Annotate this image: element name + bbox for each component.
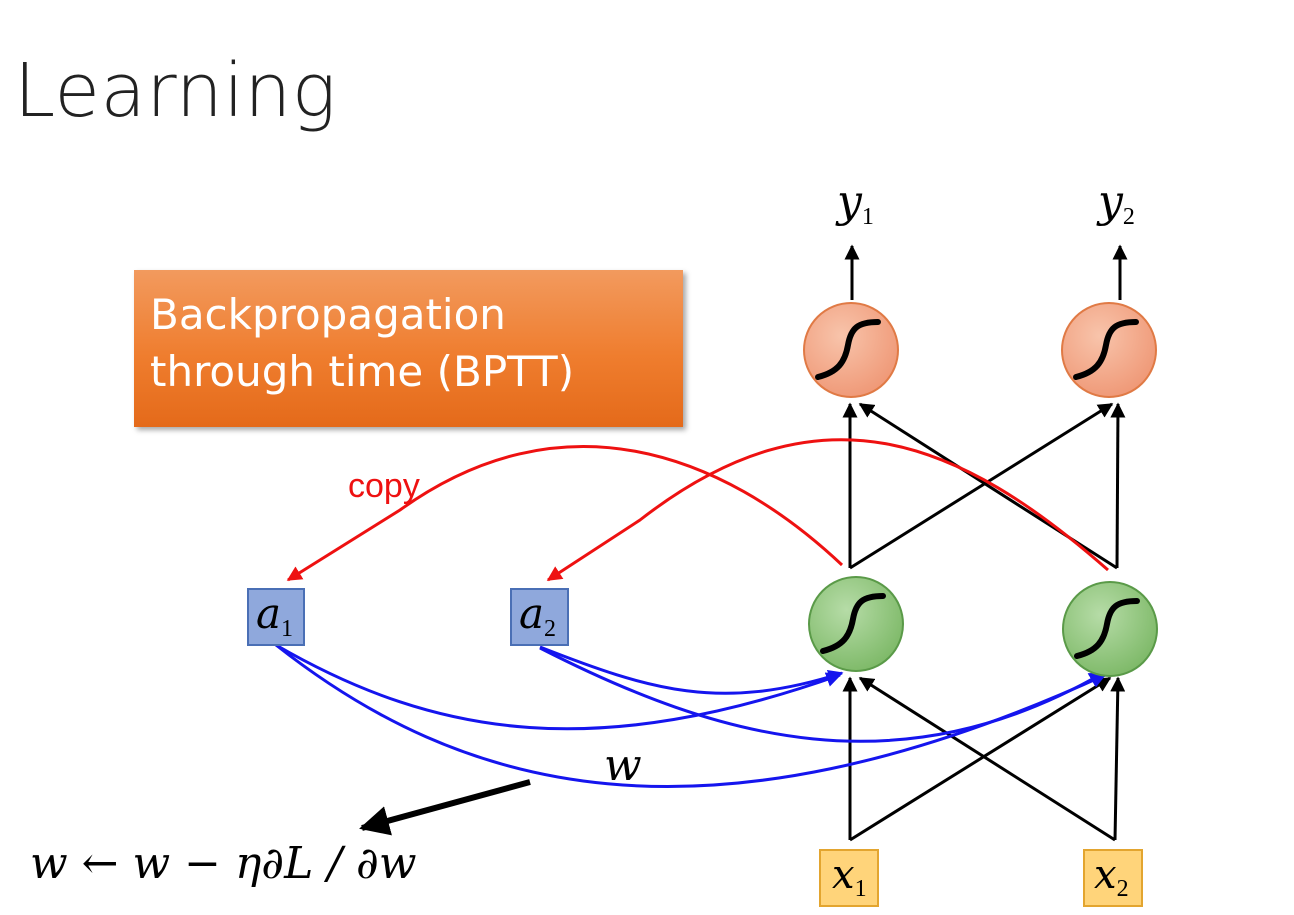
weight-arrow-a1-h1 bbox=[275, 643, 842, 731]
sigmoid-icon bbox=[815, 319, 881, 380]
memory-label-a1: a1 bbox=[256, 589, 293, 642]
callout-line-1: Backpropagation bbox=[150, 290, 506, 339]
memory-box-a2 bbox=[510, 588, 569, 646]
update-arrow bbox=[359, 779, 531, 836]
memory-label-a2: a2 bbox=[519, 589, 556, 642]
hidden-output-connections bbox=[842, 402, 1126, 570]
recurrent-weight-connections bbox=[275, 643, 1107, 788]
input-box-x1 bbox=[819, 849, 879, 907]
sigmoid-icon bbox=[820, 593, 886, 654]
sigmoid-icon bbox=[1074, 598, 1140, 659]
edge-h1-o2 bbox=[849, 402, 1114, 570]
weight-arrow-a1-h2 bbox=[275, 643, 1107, 788]
update-rule: w ← w − η∂L / ∂w bbox=[30, 838, 417, 889]
output-neuron-2 bbox=[1061, 302, 1157, 398]
edge-x2-h2 bbox=[1110, 676, 1126, 841]
bptt-callout: Backpropagation through time (BPTT) bbox=[134, 270, 683, 427]
weight-arrow-a2-h2 bbox=[539, 646, 1105, 743]
weight-arrow-a2-h1 bbox=[539, 645, 844, 695]
output-label-y2: y2 bbox=[1096, 176, 1135, 230]
copy-arrow-h1-a1 bbox=[286, 445, 844, 582]
edge-x1-h2 bbox=[849, 676, 1112, 842]
hidden-neuron-2 bbox=[1062, 581, 1158, 677]
copy-connections bbox=[286, 438, 1109, 582]
sigmoid-icon bbox=[1073, 319, 1139, 380]
edge-h2-o2 bbox=[1110, 402, 1126, 569]
copy-label: copy bbox=[348, 467, 420, 505]
input-label-x2: x2 bbox=[1094, 852, 1129, 902]
memory-box-a1 bbox=[247, 588, 305, 646]
output-label-y1: y1 bbox=[835, 176, 874, 230]
weight-label: w bbox=[604, 740, 642, 791]
edge-x2-h1 bbox=[858, 676, 1116, 842]
copy-arrow-h2-a2 bbox=[546, 438, 1109, 582]
input-hidden-connections bbox=[842, 676, 1126, 842]
hidden-neuron-1 bbox=[808, 576, 904, 672]
input-box-x2 bbox=[1083, 849, 1143, 907]
output-neuron-1 bbox=[803, 302, 899, 398]
input-label-x1: x1 bbox=[832, 852, 867, 902]
output-arrows bbox=[844, 244, 1128, 300]
slide-title: Learning bbox=[14, 48, 337, 134]
callout-line-2: through time (BPTT) bbox=[150, 347, 575, 396]
